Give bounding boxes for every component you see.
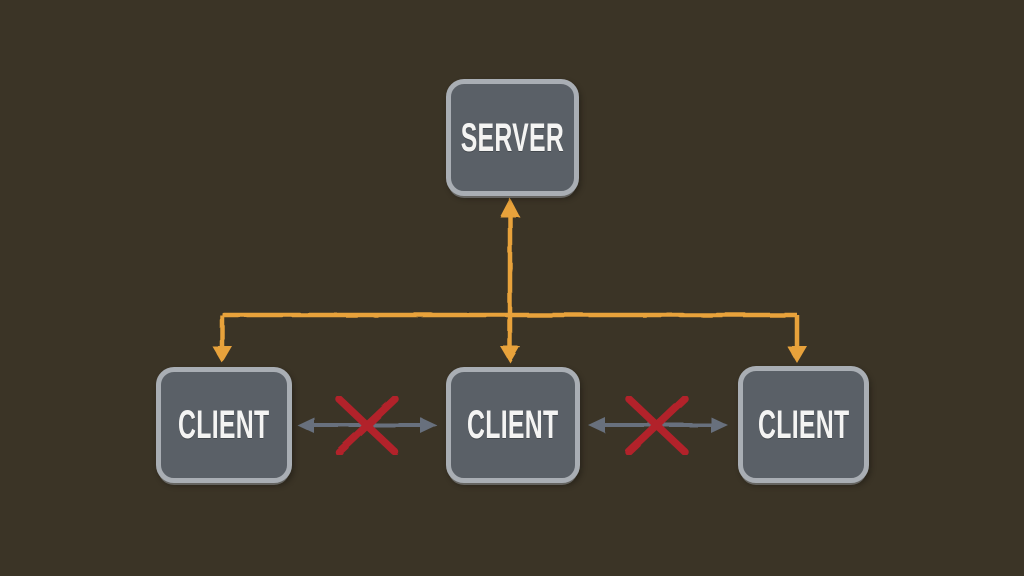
arrow-right-icon — [420, 417, 437, 433]
blocked-x-icon — [625, 395, 689, 456]
arrow-right-icon — [711, 417, 728, 433]
arrow-down-icon — [500, 346, 520, 363]
node-server: SERVER — [446, 79, 579, 196]
node-client-1: CLIENT — [156, 367, 292, 483]
server-client-links — [212, 198, 807, 363]
node-client-3: CLIENT — [738, 366, 869, 483]
node-client-2: CLIENT — [446, 367, 580, 483]
arrow-up-icon — [500, 198, 520, 217]
node-label: CLIENT — [757, 402, 850, 447]
node-label: CLIENT — [178, 403, 270, 447]
node-label: SERVER — [460, 115, 565, 160]
blocked-marks — [335, 395, 689, 456]
node-label: CLIENT — [467, 403, 559, 447]
arrow-down-icon — [787, 346, 807, 363]
arrow-down-icon — [212, 346, 232, 363]
arrow-left-icon — [297, 417, 314, 433]
arrow-left-icon — [588, 417, 605, 433]
blocked-x-icon — [335, 395, 399, 456]
